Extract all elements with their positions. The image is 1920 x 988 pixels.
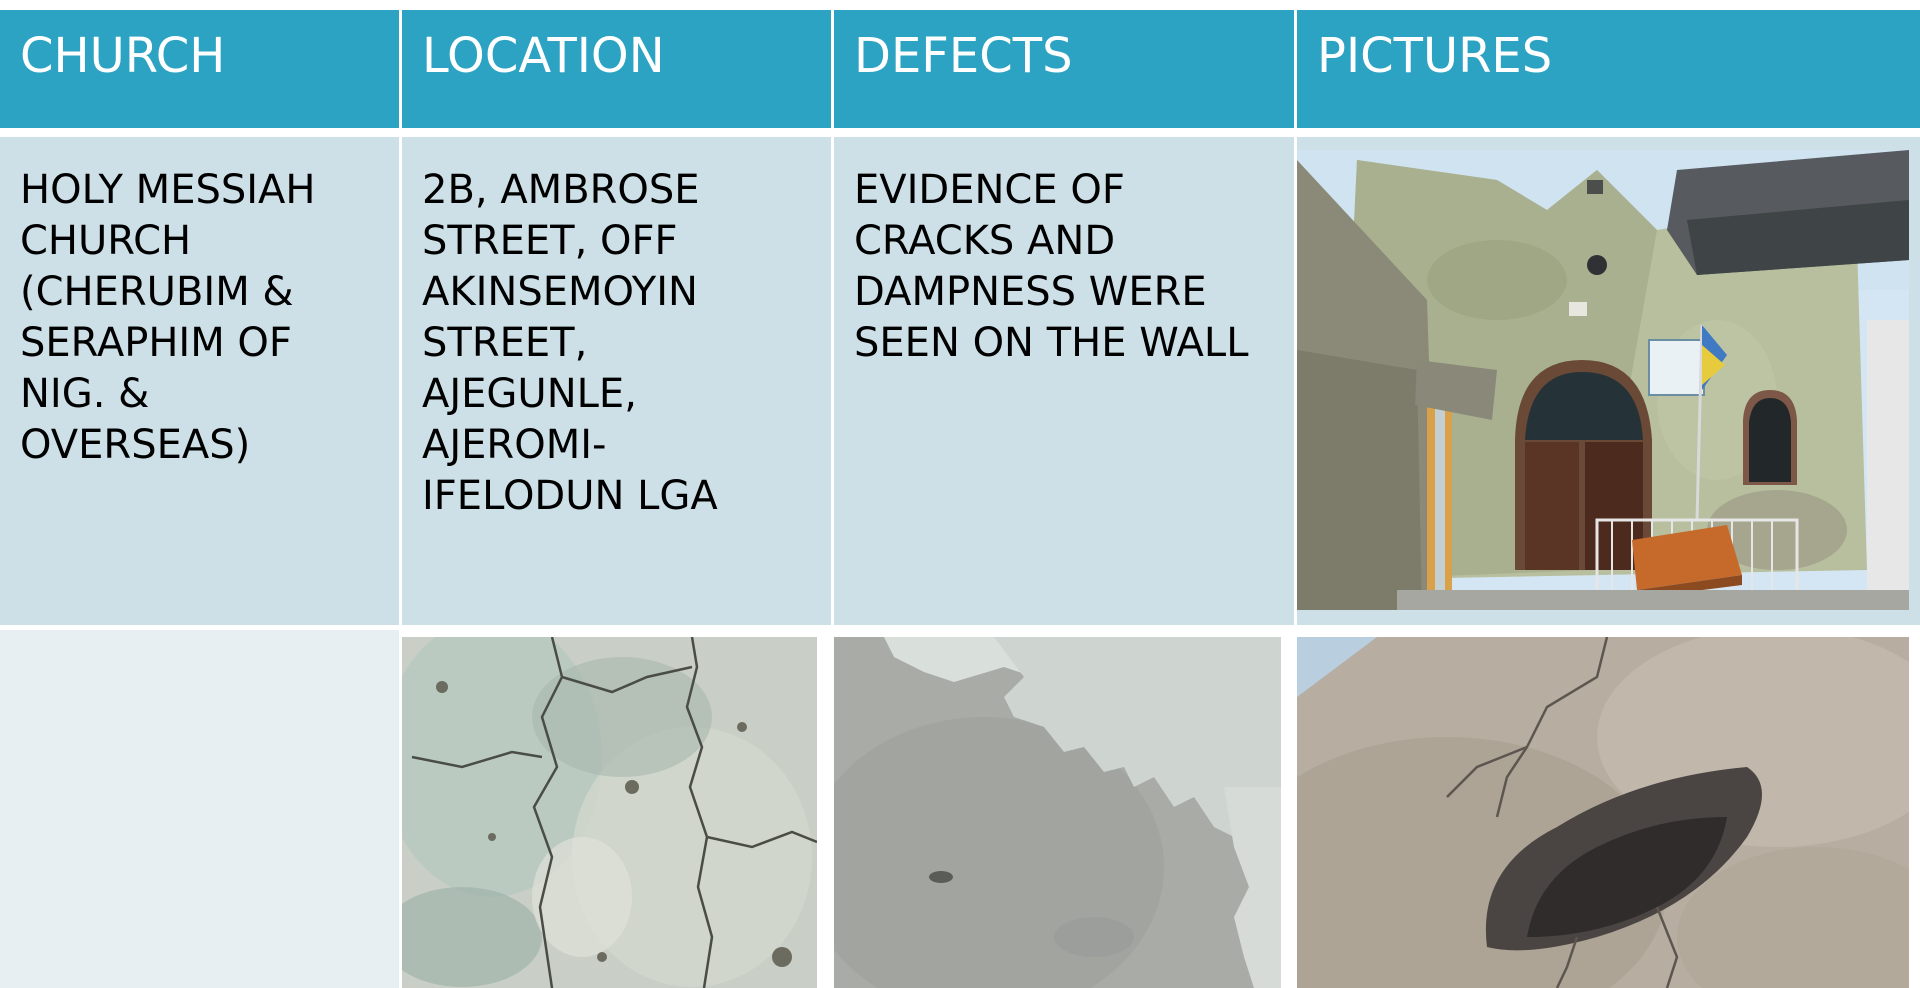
church-name-cell: HOLY MESSIAH CHURCH (CHERUBIM & SERAPHIM… — [0, 137, 399, 625]
location-cell: 2B, AMBROSE STREET, OFF AKINSEMOYIN STRE… — [402, 137, 831, 625]
header-defects: DEFECTS — [834, 10, 1294, 128]
empty-cell — [0, 630, 399, 988]
peeling-paint-photo — [834, 637, 1281, 988]
header-church-label: CHURCH — [20, 28, 226, 84]
header-location-label: LOCATION — [422, 28, 665, 84]
church-building-photo — [1297, 150, 1909, 610]
defects-text: EVIDENCE OF CRACKS AND DAMPNESS WERE SEE… — [854, 167, 1249, 366]
church-name: HOLY MESSIAH CHURCH (CHERUBIM & SERAPHIM… — [20, 167, 316, 468]
header-location: LOCATION — [402, 10, 831, 128]
wall-hole-photo — [1297, 637, 1909, 988]
location-text: 2B, AMBROSE STREET, OFF AKINSEMOYIN STRE… — [422, 167, 718, 519]
cracked-wall-photo — [402, 637, 817, 988]
defects-cell: EVIDENCE OF CRACKS AND DAMPNESS WERE SEE… — [834, 137, 1294, 625]
header-pictures-label: PICTURES — [1317, 28, 1553, 84]
header-pictures: PICTURES — [1297, 10, 1920, 128]
header-defects-label: DEFECTS — [854, 28, 1073, 84]
header-church: CHURCH — [0, 10, 399, 128]
